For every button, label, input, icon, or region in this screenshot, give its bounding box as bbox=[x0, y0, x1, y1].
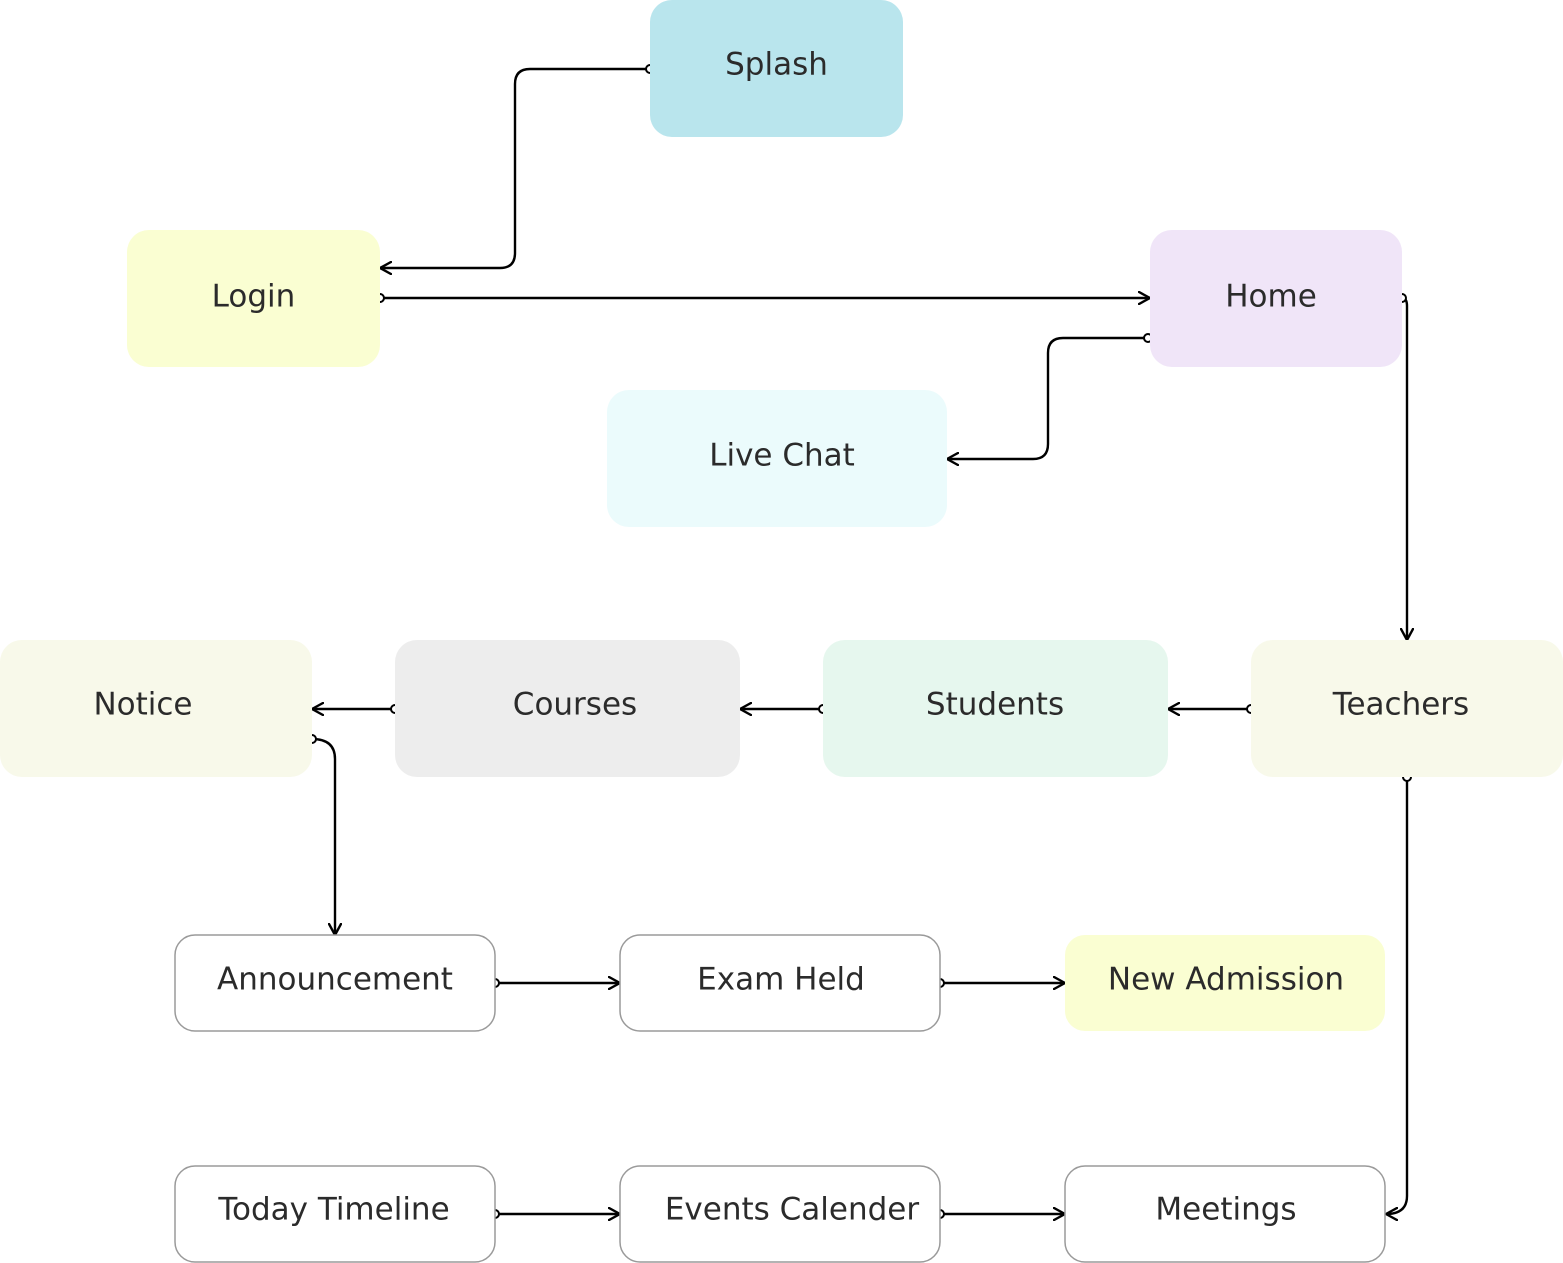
edge-splash-login bbox=[380, 69, 650, 268]
edge-teachers-meetings bbox=[1386, 777, 1407, 1214]
node-today-timeline[interactable]: Today Timeline bbox=[174, 1165, 496, 1263]
node-label: Live Chat bbox=[709, 438, 855, 474]
node-exam-held[interactable]: Exam Held bbox=[619, 934, 941, 1032]
node-new-admission[interactable]: New Admission bbox=[1065, 935, 1385, 1031]
node-label: Exam Held bbox=[697, 962, 865, 998]
node-label: Students bbox=[926, 687, 1064, 723]
node-students[interactable]: Students bbox=[823, 640, 1168, 777]
edge-notice-announcement bbox=[312, 739, 335, 935]
node-label: Events Calender bbox=[665, 1192, 920, 1228]
node-login[interactable]: Login bbox=[127, 230, 380, 367]
edge-home-teachers bbox=[1402, 298, 1407, 640]
node-home[interactable]: Home bbox=[1150, 230, 1402, 367]
node-label: Today Timeline bbox=[217, 1192, 449, 1228]
edge-home-live-chat bbox=[947, 338, 1148, 459]
node-label: Announcement bbox=[217, 962, 453, 998]
node-live-chat[interactable]: Live Chat bbox=[607, 390, 947, 527]
node-courses[interactable]: Courses bbox=[395, 640, 740, 777]
node-splash[interactable]: Splash bbox=[650, 0, 903, 137]
node-label: Home bbox=[1225, 279, 1317, 315]
node-announcement[interactable]: Announcement bbox=[174, 934, 496, 1032]
node-teachers[interactable]: Teachers bbox=[1251, 640, 1563, 777]
node-label: Teachers bbox=[1332, 687, 1469, 723]
node-label: Meetings bbox=[1155, 1192, 1296, 1228]
node-label: Courses bbox=[513, 687, 637, 723]
node-label: Notice bbox=[93, 687, 192, 723]
node-notice[interactable]: Notice bbox=[0, 640, 312, 777]
node-label: New Admission bbox=[1108, 962, 1344, 998]
node-label: Login bbox=[212, 279, 296, 315]
node-label: Splash bbox=[725, 47, 828, 83]
node-events-calender[interactable]: Events Calender bbox=[619, 1165, 941, 1263]
node-meetings[interactable]: Meetings bbox=[1064, 1165, 1386, 1263]
